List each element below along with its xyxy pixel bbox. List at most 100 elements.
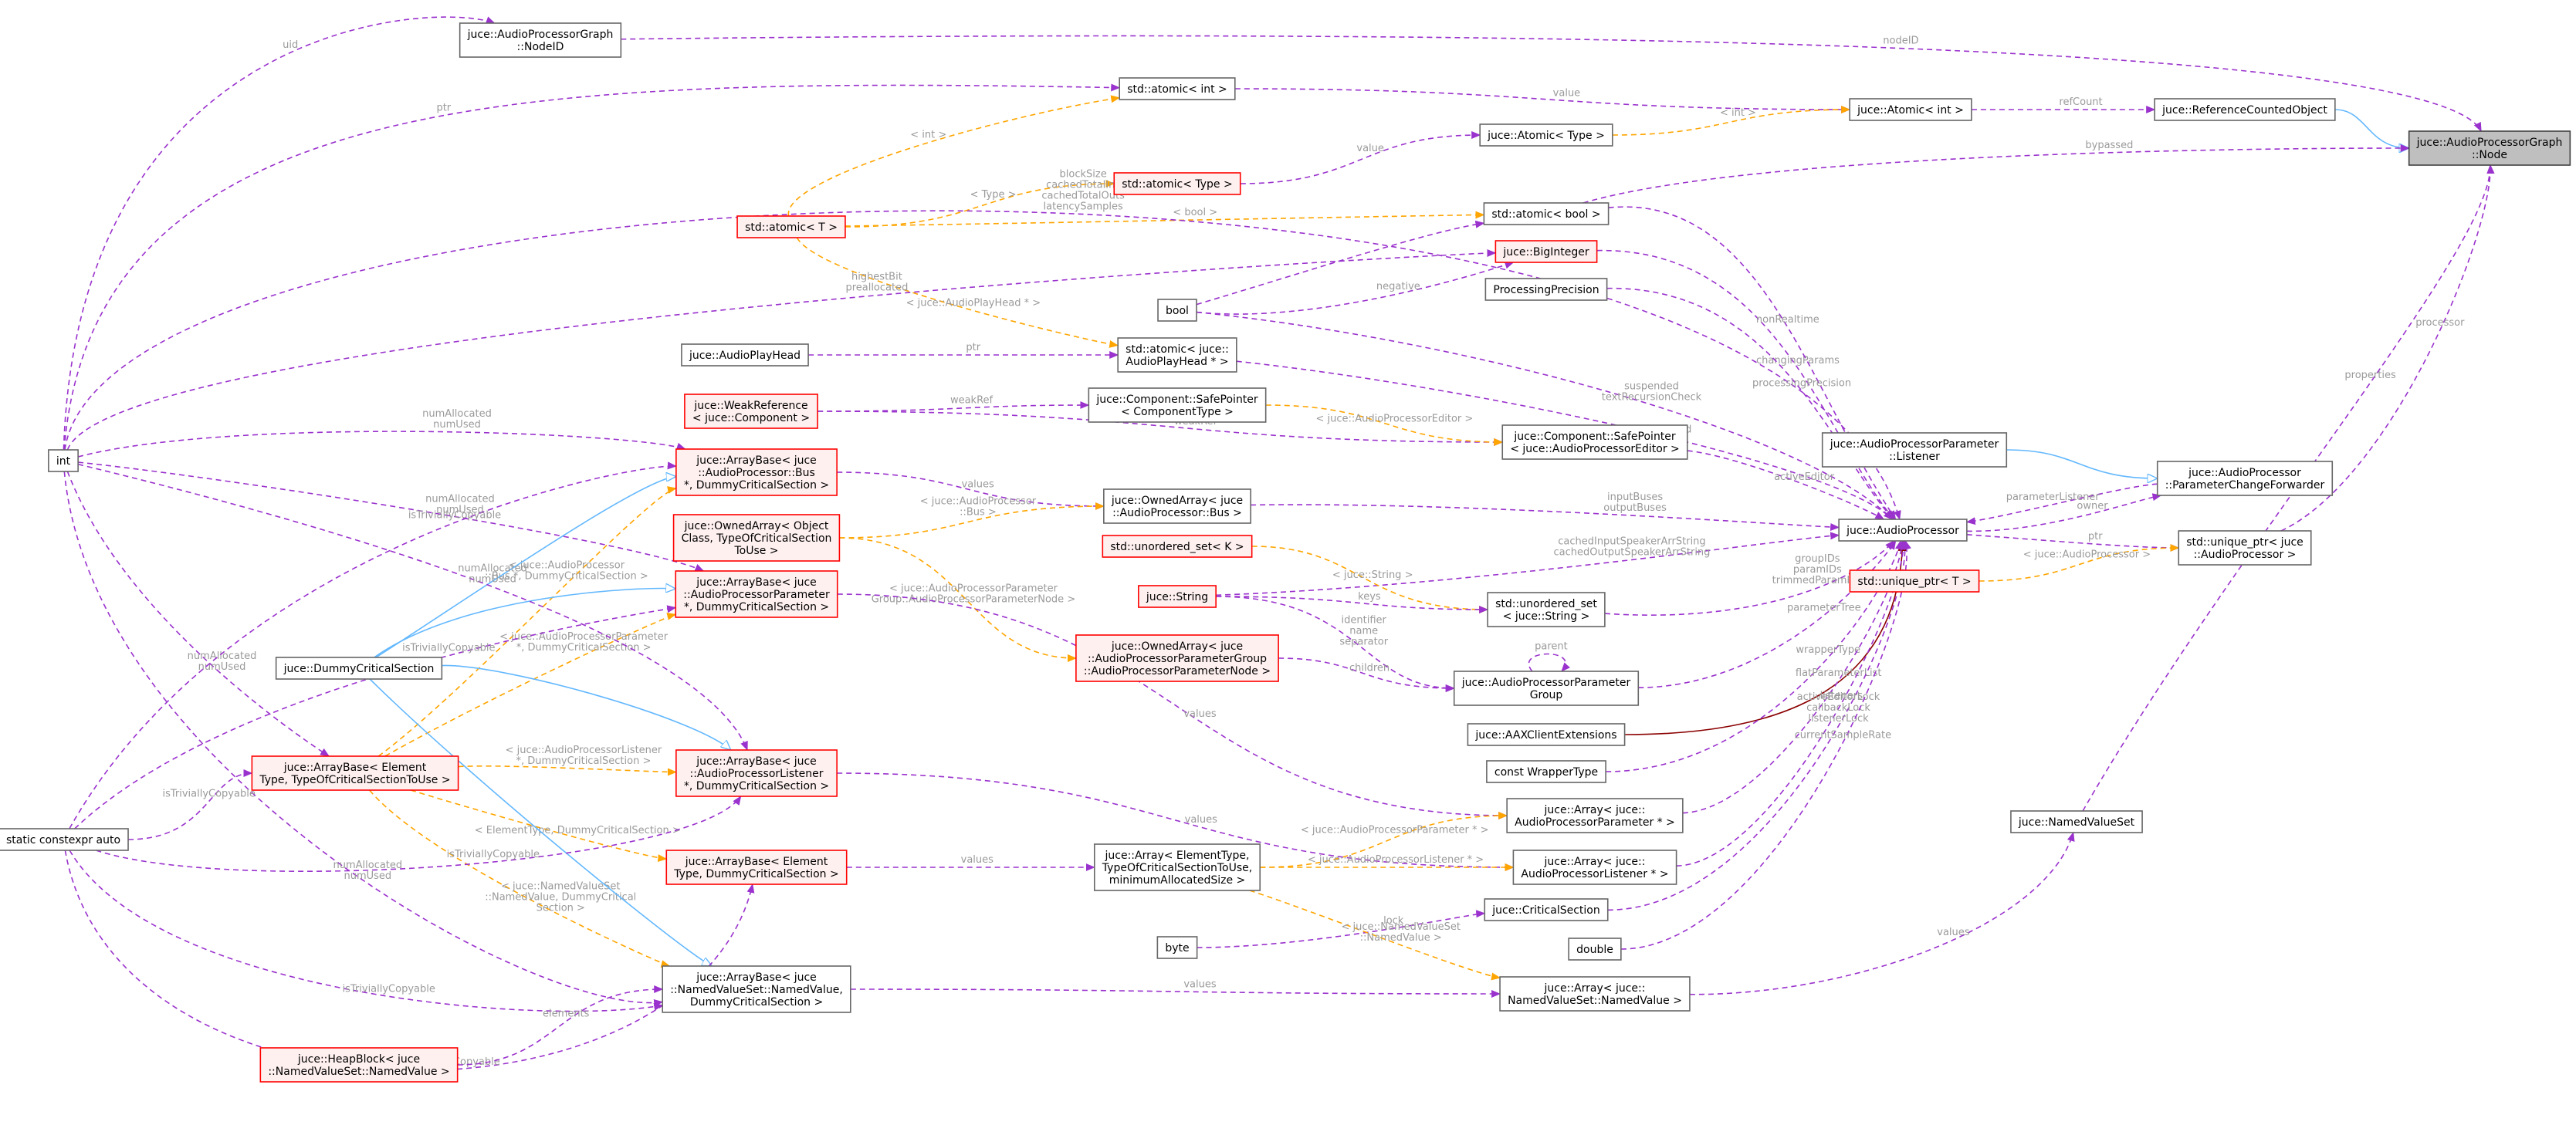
class-node-bool[interactable]: bool — [1157, 299, 1197, 322]
edge-label: ::NamedValue, DummyCritical — [485, 891, 636, 903]
edge-label: keys — [1358, 591, 1381, 603]
class-node-array-listener[interactable]: juce::Array< juce::AudioProcessorListene… — [1512, 850, 1677, 885]
edge-label: numAllocated — [425, 494, 495, 505]
class-node-unordered-k[interactable]: std::unordered_set< K > — [1102, 535, 1253, 558]
edge-dummycs-to-ab-bus — [375, 477, 676, 658]
class-node-paramchangefwd[interactable]: juce::AudioProcessor::ParameterChangeFor… — [2156, 461, 2334, 496]
edge-label: uid — [283, 39, 298, 51]
class-node-weakref[interactable]: juce::WeakReference< juce::Component > — [684, 394, 818, 429]
class-node-array-tmpl[interactable]: juce::Array< ElementType,TypeOfCriticalS… — [1093, 843, 1261, 891]
class-node-paramgroup[interactable]: juce::AudioProcessorParameterGroup — [1453, 671, 1640, 706]
class-node-jstring[interactable]: juce::String — [1138, 585, 1217, 608]
class-node-int[interactable]: int — [48, 449, 79, 472]
class-node-ab-elem-dummy[interactable]: juce::ArrayBase< ElementType, DummyCriti… — [665, 850, 848, 885]
node-box — [1838, 519, 1968, 542]
node-box — [1484, 278, 1608, 301]
edge-line — [63, 471, 664, 1007]
node-label: std::atomic< T > — [745, 221, 838, 234]
class-node-stdatomic-t[interactable]: std::atomic< T > — [736, 215, 846, 238]
class-node-uniqueptr-ap[interactable]: std::unique_ptr< juce::AudioProcessor > — [2178, 530, 2312, 566]
edge-line — [442, 664, 730, 750]
edge-line — [2334, 109, 2409, 148]
node-label: juce::ArrayBase< juce — [696, 576, 817, 589]
class-node-ab-elem-tcs[interactable]: juce::ArrayBase< ElementType, TypeOfCrit… — [251, 755, 459, 791]
edge-line — [96, 796, 742, 872]
class-node-audioprocessor[interactable]: juce::AudioProcessor — [1838, 519, 1968, 542]
class-node-critsec[interactable]: juce::CriticalSection — [1484, 898, 1609, 921]
class-node-stdatomic-type[interactable]: std::atomic< Type > — [1113, 172, 1241, 195]
edge-jstring-to-unordered-string: keys — [1216, 591, 1489, 613]
node-label: ::AudioProcessor::Bus > — [1112, 507, 1242, 519]
class-node-precision[interactable]: ProcessingPrecision — [1484, 278, 1608, 301]
node-label: int — [56, 455, 71, 468]
edge-stdatomic-t-to-stdatomic-bool: < bool > — [845, 207, 1485, 227]
class-node-uniqueptr-t[interactable]: std::unique_ptr< T > — [1849, 569, 1980, 593]
edge-line — [77, 431, 686, 458]
node-label: juce::Atomic< Type > — [1487, 130, 1605, 142]
node-label: juce::String — [1146, 591, 1208, 603]
class-node-nodeid[interactable]: juce::AudioProcessorGraph::NodeID — [459, 22, 622, 58]
edge-line — [1676, 540, 1908, 867]
node-label: juce::AudioProcessorGraph — [467, 29, 614, 41]
class-node-ownedarray-bus[interactable]: juce::OwnedArray< juce::AudioProcessor::… — [1103, 488, 1251, 524]
class-node-byte[interactable]: byte — [1156, 936, 1198, 959]
edge-heapblock-to-ab-namedvalue: elements — [457, 985, 664, 1066]
class-node-array-param[interactable]: juce::Array< juce::AudioProcessorParamet… — [1506, 798, 1684, 833]
class-node-ab-namedvalue[interactable]: juce::ArrayBase< juce::NamedValueSet::Na… — [662, 965, 851, 1013]
class-node-array-namedvalue[interactable]: juce::Array< juce::NamedValueSet::NamedV… — [1499, 976, 1691, 1012]
edge-label: numAllocated — [422, 408, 492, 420]
class-node-stdatomic-playhead[interactable]: std::atomic< juce::AudioPlayHead * > — [1117, 337, 1237, 373]
class-node-playhead[interactable]: juce::AudioPlayHead — [681, 343, 809, 367]
class-node-safeptr-editor[interactable]: juce::Component::SafePointer< juce::Audi… — [1501, 424, 1688, 460]
class-node-namedvalueset[interactable]: juce::NamedValueSet — [2010, 810, 2143, 833]
class-node-stdatomic-int[interactable]: std::atomic< int > — [1119, 77, 1236, 100]
class-node-heapblock[interactable]: juce::HeapBlock< juce::NamedValueSet::Na… — [259, 1047, 459, 1083]
node-label: ::AudioProcessorParameterGroup — [1088, 653, 1267, 665]
class-node-safeptr-t[interactable]: juce::Component::SafePointer< ComponentT… — [1088, 387, 1267, 423]
node-label: *, DummyCriticalSection > — [684, 601, 829, 613]
class-node-node[interactable]: juce::AudioProcessorGraph::Node — [2408, 130, 2571, 166]
class-node-jatomic-type[interactable]: juce::Atomic< Type > — [1479, 123, 1613, 147]
class-node-dummycs[interactable]: juce::DummyCriticalSection — [275, 657, 443, 680]
node-label: juce::Array< juce:: — [1544, 982, 1646, 995]
class-node-ab-listener[interactable]: juce::ArrayBase< juce::AudioProcessorLis… — [675, 749, 838, 797]
node-label: juce::OwnedArray< juce — [1111, 495, 1243, 507]
class-node-aax[interactable]: juce::AAXClientExtensions — [1467, 723, 1626, 746]
edge-safeptr-t-to-safeptr-editor: < juce::AudioProcessorEditor > — [1265, 404, 1504, 446]
class-node-constexpr[interactable]: static constexpr auto — [0, 828, 129, 851]
class-node-unordered-string[interactable]: std::unordered_set< juce::String > — [1487, 592, 1606, 627]
edge-line — [66, 249, 1497, 451]
edge-line — [369, 789, 671, 968]
node-box — [1113, 172, 1241, 195]
node-label: std::unordered_set — [1495, 598, 1597, 610]
node-box — [1494, 240, 1598, 263]
edge-line — [2082, 164, 2495, 812]
edge-paramgroup-to-paramgroup: parent — [1528, 641, 1570, 672]
class-node-biginteger[interactable]: juce::BigInteger — [1494, 240, 1598, 263]
class-node-wrappertype[interactable]: const WrapperType — [1486, 760, 1606, 783]
edge-line — [1234, 88, 1851, 113]
class-node-ownedarray-group[interactable]: juce::OwnedArray< juce::AudioProcessorPa… — [1075, 634, 1279, 682]
node-box — [1117, 337, 1237, 373]
edge-constexpr-to-ab-listener: isTriviallyCopyable — [96, 796, 742, 872]
edge-label: < juce::String > — [1332, 569, 1413, 581]
edge-precision-to-audioprocessor: processingPrecision — [1606, 287, 1894, 520]
edge-label: < Type > — [970, 189, 1017, 201]
edge-constexpr-to-ab-param: isTriviallyCopyable — [74, 605, 677, 829]
class-node-paramlistener[interactable]: juce::AudioProcessorParameter::Listener — [1821, 432, 2008, 468]
edge-label: values — [962, 478, 995, 490]
edge-line — [77, 463, 748, 751]
class-node-refcount[interactable]: juce::ReferenceCountedObject — [2154, 98, 2336, 121]
class-node-stdatomic-bool[interactable]: std::atomic< bool > — [1483, 202, 1610, 225]
node-box — [684, 394, 818, 429]
class-node-jatomic-int[interactable]: juce::Atomic< int > — [1849, 98, 1972, 121]
class-node-ab-param[interactable]: juce::ArrayBase< juce::AudioProcessorPar… — [675, 570, 838, 618]
class-node-double[interactable]: double — [1568, 938, 1622, 961]
node-box — [1487, 592, 1606, 627]
class-node-ab-bus[interactable]: juce::ArrayBase< juce::AudioProcessor::B… — [675, 448, 838, 496]
node-label: juce::HeapBlock< juce — [297, 1053, 420, 1066]
edge-line — [1965, 483, 2158, 525]
